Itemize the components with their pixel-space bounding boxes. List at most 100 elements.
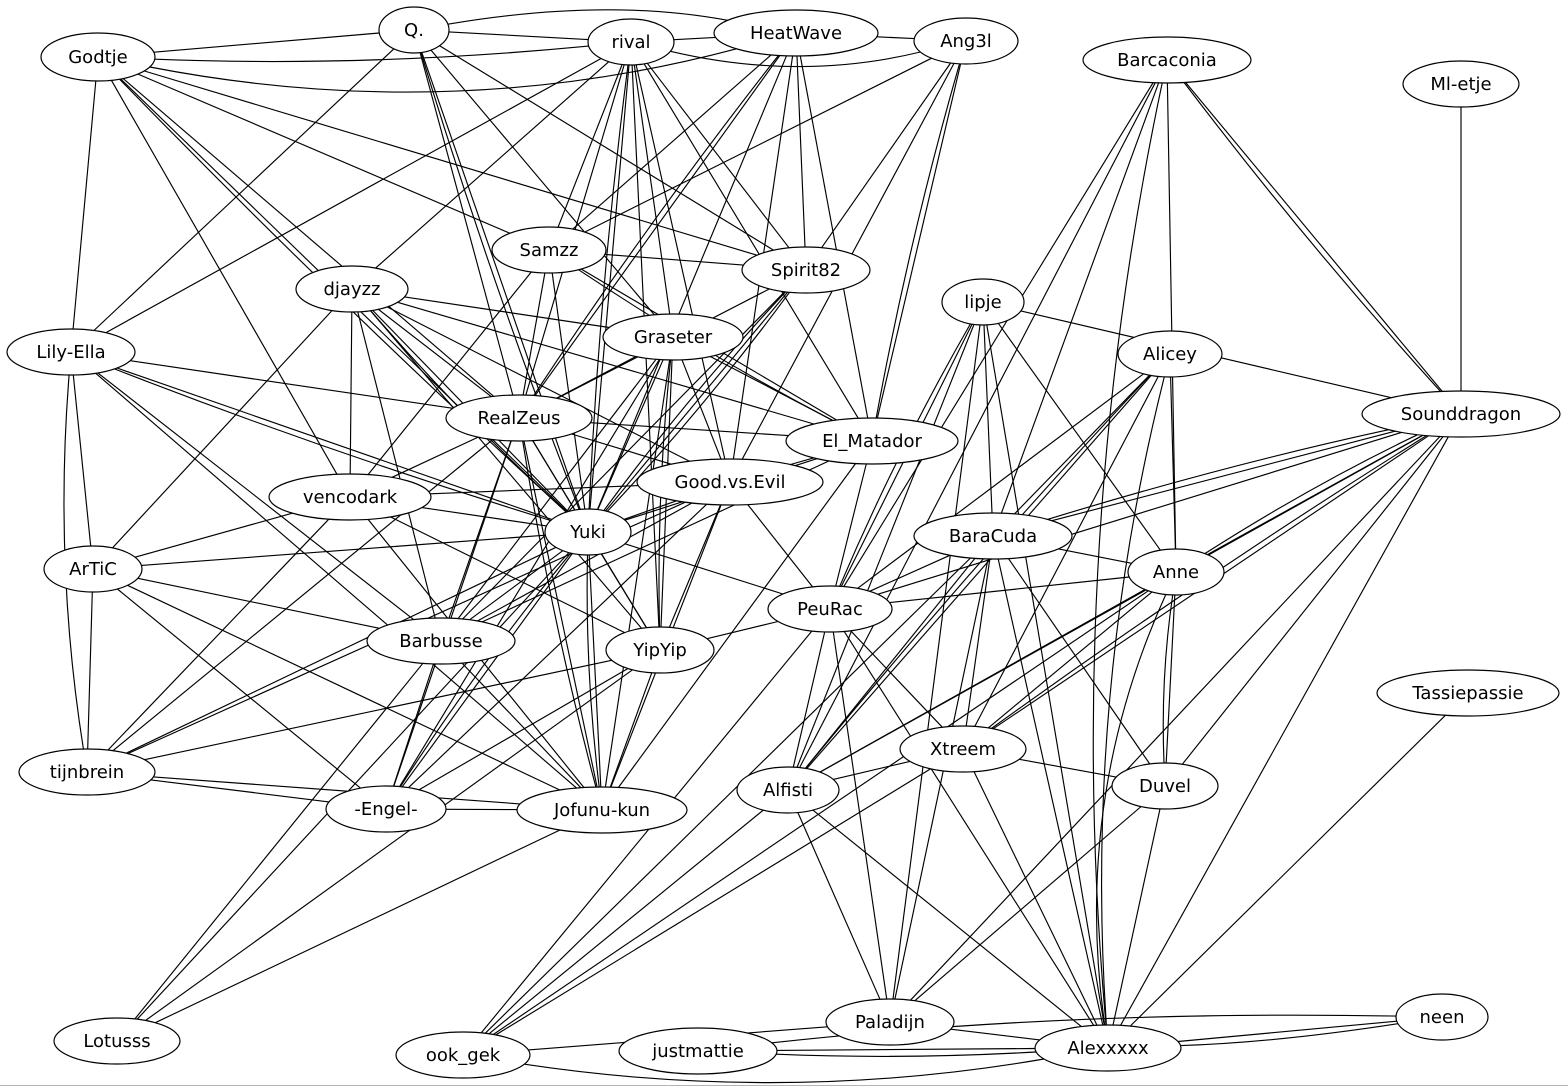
graph-edge <box>141 534 546 566</box>
graph-edge <box>1166 82 1177 550</box>
graph-edge <box>533 55 779 396</box>
node-ellipse <box>1361 390 1561 438</box>
graph-node: ook_gek <box>395 1031 531 1079</box>
graph-edge <box>367 271 532 475</box>
graph-edge <box>117 588 361 789</box>
node-label: Duvel <box>1139 776 1191 797</box>
graph-edge <box>1014 374 1150 515</box>
graph-edge <box>97 372 414 621</box>
node-ellipse <box>602 313 744 361</box>
graph-node: vencodark <box>268 473 432 521</box>
graph-edge <box>492 590 1149 1035</box>
graph-edge <box>586 554 600 788</box>
graph-node: Anne <box>1127 548 1225 596</box>
graph-edge <box>1185 82 1443 392</box>
graph-node: tijnbrein <box>18 748 156 796</box>
graph-edge <box>588 554 602 788</box>
graph-edge <box>876 63 962 419</box>
graph-node: Alexxxxx <box>1034 1024 1182 1072</box>
node-ellipse <box>941 278 1025 326</box>
graph-edge <box>623 500 677 520</box>
graph-edge <box>392 663 435 787</box>
graph-node: Spirit82 <box>741 246 871 294</box>
graph-edge <box>418 668 629 791</box>
graph-edge <box>1170 376 1176 550</box>
graph-node: HeatWave <box>713 9 879 57</box>
graph-edge <box>448 31 589 41</box>
node-ellipse <box>18 748 156 796</box>
graph-edge <box>776 1047 1036 1051</box>
graph-node: Duvel <box>1111 762 1219 810</box>
graph-edge <box>390 516 625 634</box>
graph-edge <box>430 485 639 495</box>
graph-edge <box>605 291 789 512</box>
graph-node: Xtreem <box>899 725 1027 773</box>
graph-edge <box>792 631 826 768</box>
graph-edge <box>910 436 1441 1001</box>
node-ellipse <box>40 32 156 82</box>
graph-node: Ang3l <box>913 17 1019 65</box>
node-ellipse <box>53 1017 181 1065</box>
node-label: rival <box>611 32 650 53</box>
graph-edge <box>812 809 1082 1028</box>
graph-node: El_Matador <box>785 417 959 465</box>
graph-edge <box>556 355 637 399</box>
node-label: HeatWave <box>750 23 842 44</box>
graph-edge <box>484 557 971 1034</box>
graph-edge <box>997 322 1161 551</box>
graph-edge <box>370 310 643 629</box>
node-label: -Engel- <box>354 799 417 820</box>
graph-edge <box>87 591 93 750</box>
graph-edge <box>747 504 814 588</box>
graph-edge <box>399 552 572 788</box>
graph-edge <box>134 512 293 558</box>
node-ellipse <box>491 226 607 274</box>
graph-edge <box>1058 548 1132 564</box>
graph-edge <box>1095 594 1167 1026</box>
node-ellipse <box>618 1027 778 1075</box>
graph-edge <box>606 291 791 512</box>
graph-edge <box>447 9 728 25</box>
node-label: YipYip <box>632 640 687 661</box>
node-ellipse <box>1402 60 1520 108</box>
graph-node: Barcaconia <box>1082 36 1252 84</box>
graph-edge <box>643 63 859 419</box>
graph-edge <box>522 272 546 396</box>
graph-edge <box>1181 436 1444 765</box>
graph-edge <box>673 36 716 41</box>
node-label: vencodark <box>303 487 398 508</box>
graph-edge <box>391 436 479 478</box>
graph-edge <box>876 36 915 40</box>
graph-node: RealZeus <box>445 394 593 442</box>
graph-edge <box>461 662 582 789</box>
node-label: Paladijn <box>855 1012 925 1033</box>
graph-edge <box>965 558 991 727</box>
graph-edge <box>571 433 672 465</box>
node-label: Good.vs.Evil <box>675 472 786 493</box>
node-label: Lotusss <box>83 1031 150 1052</box>
graph-edge <box>572 54 772 230</box>
graph-edge <box>589 64 630 510</box>
graph-edge <box>420 52 580 510</box>
graph-edge <box>843 631 1095 1026</box>
node-label: lipje <box>964 292 1002 313</box>
node-label: Lily-Ella <box>36 342 105 363</box>
graph-node: Ml-etje <box>1402 60 1520 108</box>
graph-edge <box>404 296 610 329</box>
node-ellipse <box>1034 1024 1182 1072</box>
graph-edge <box>624 543 784 595</box>
node-label: ArTiC <box>69 559 117 580</box>
graph-node: Q. <box>378 6 450 54</box>
graph-node: Paladijn <box>825 998 955 1046</box>
graph-edge <box>776 1051 1037 1057</box>
graph-node: Lily-Ella <box>6 328 136 376</box>
graph-node: Jofunu-kun <box>516 786 688 834</box>
graph-edge <box>401 553 573 788</box>
node-ellipse <box>899 725 1027 773</box>
node-label: El_Matador <box>822 431 922 452</box>
graph-edge <box>439 45 774 251</box>
graph-edge <box>95 372 577 789</box>
graph-edge <box>590 422 789 437</box>
